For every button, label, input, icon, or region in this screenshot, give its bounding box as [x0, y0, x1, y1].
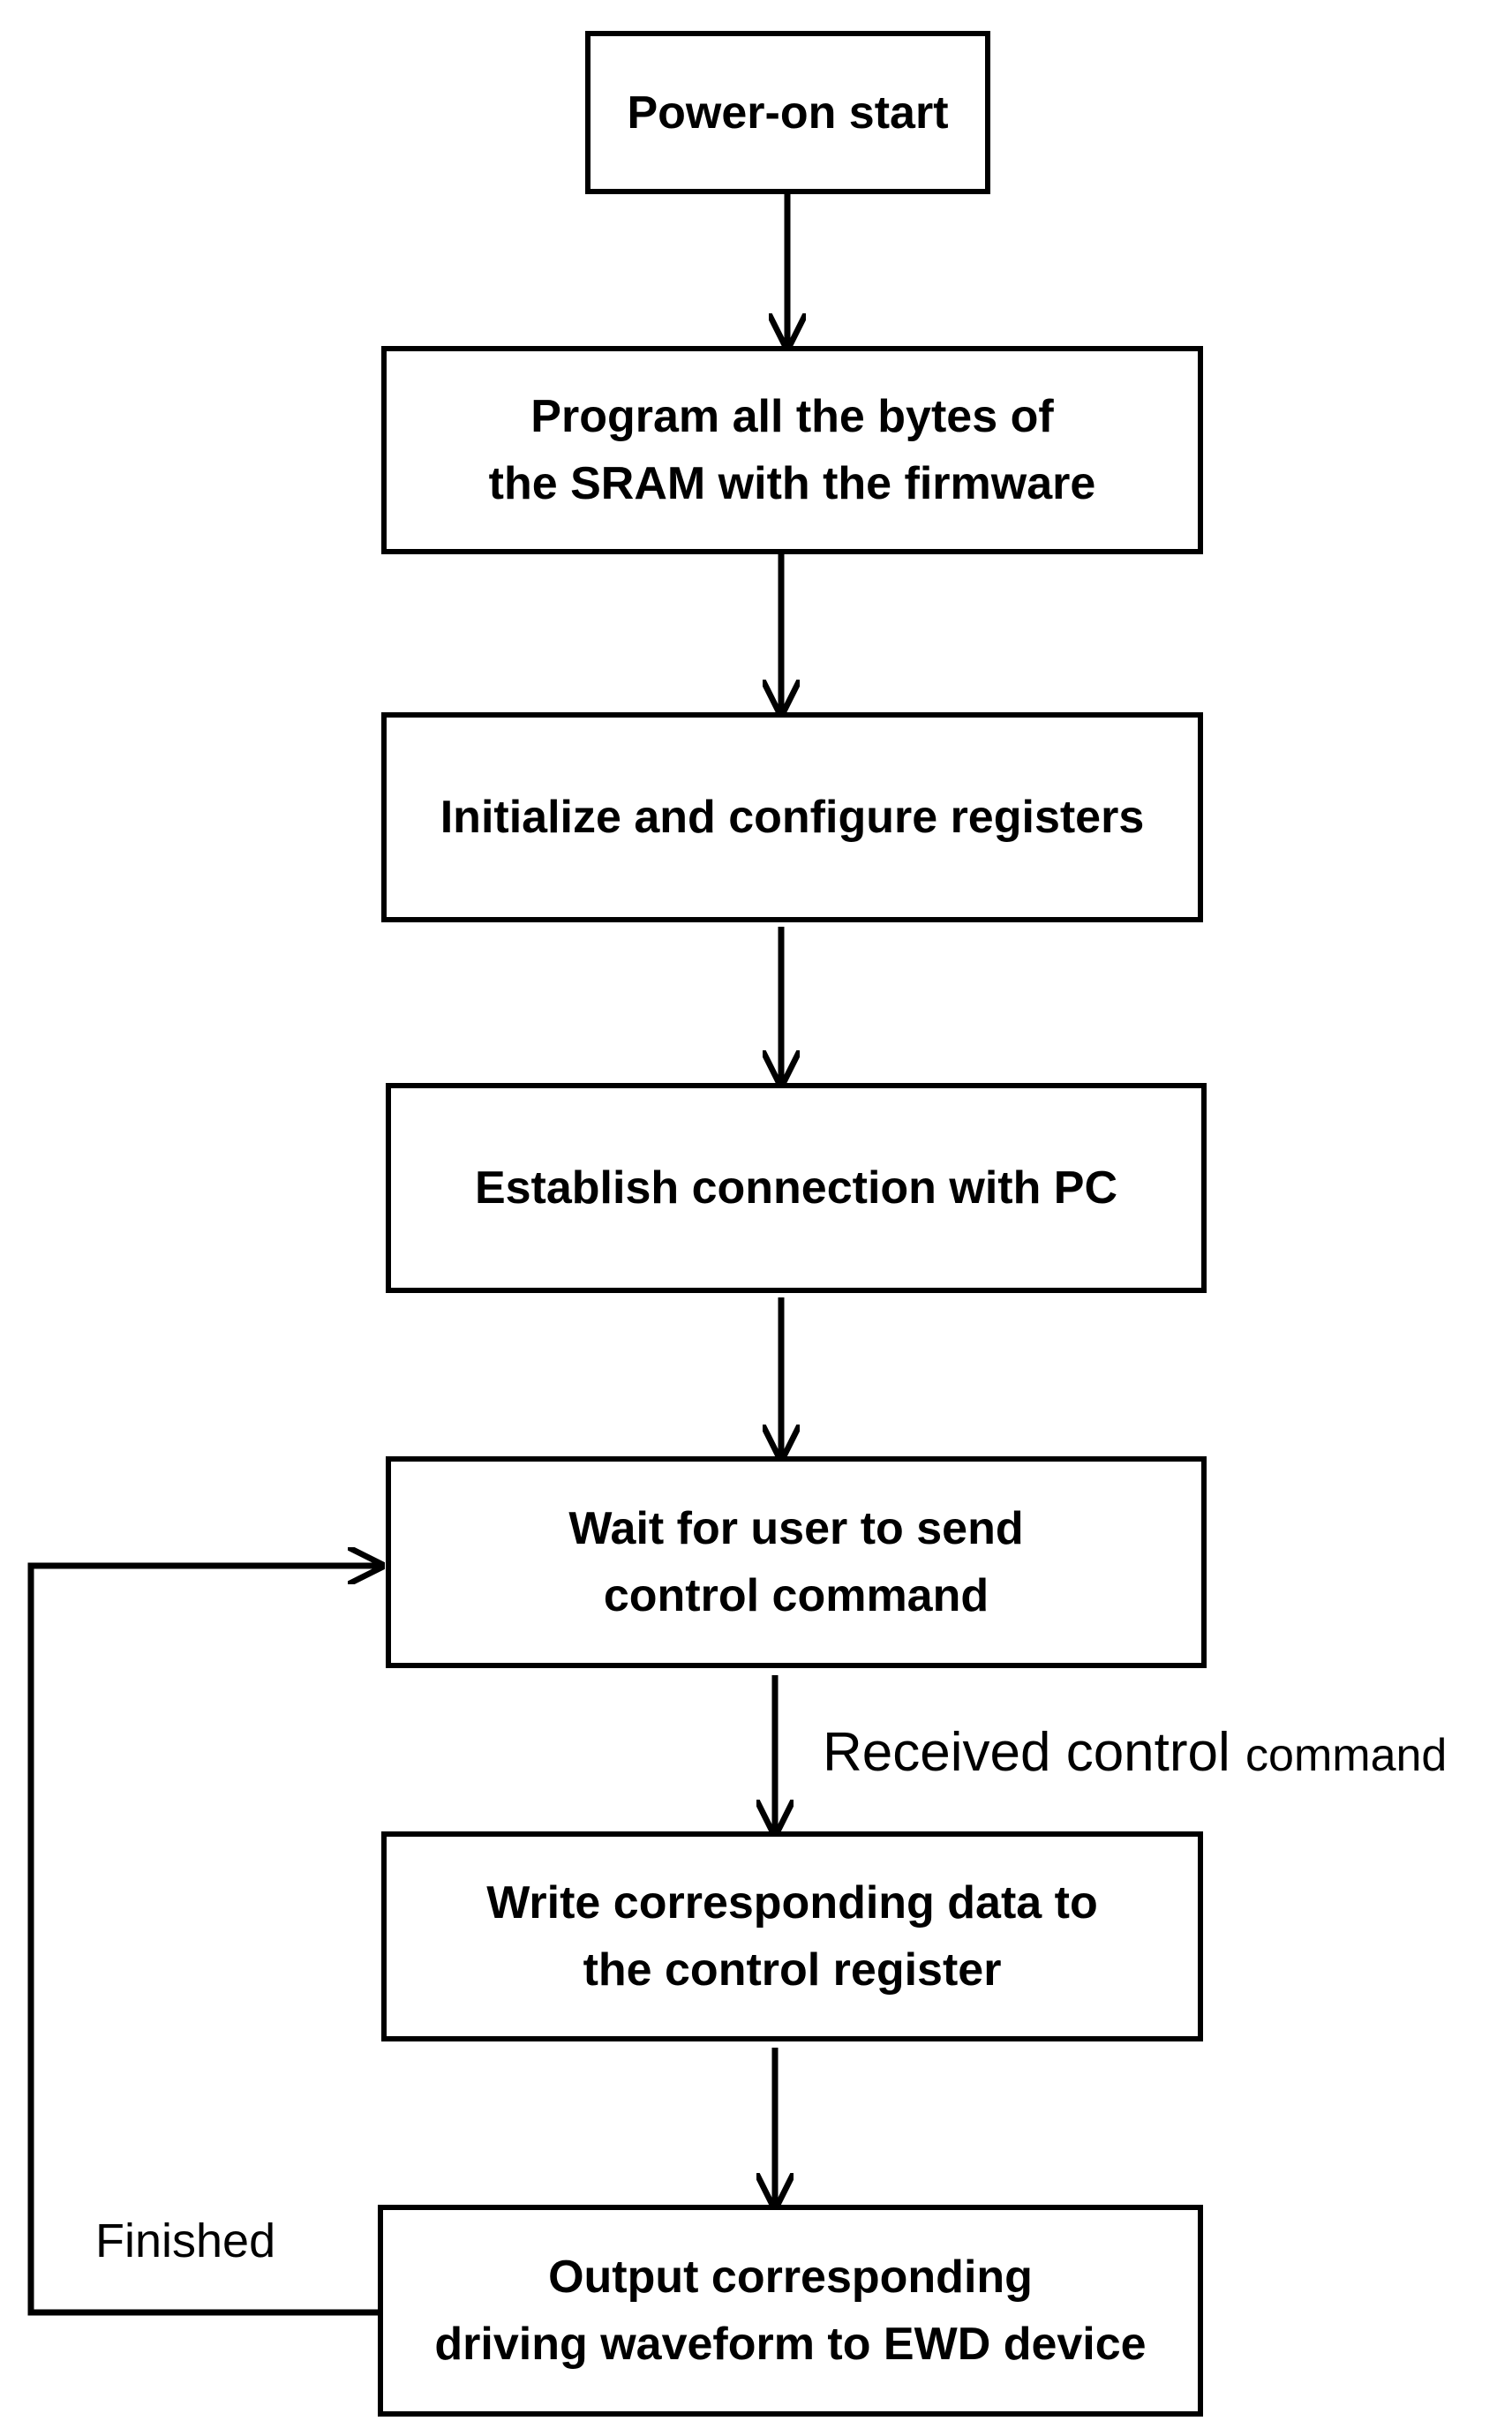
node-wait-command: Wait for user to send control command — [386, 1456, 1207, 1668]
node-write-data: Write corresponding data to the control … — [381, 1831, 1203, 2041]
node-label-line: control command — [603, 1570, 989, 1621]
node-output-waveform: Output corresponding driving waveform to… — [378, 2205, 1203, 2417]
arrow-feedback-loop — [27, 1566, 381, 2316]
edge-label-received-main: Received control — [823, 1722, 1230, 1783]
edge-label-finished: Finished — [95, 2214, 276, 2267]
edge-label-received: Received control command — [823, 1721, 1447, 1784]
node-label-line: the control register — [583, 1944, 1002, 1996]
node-label-line: Write corresponding data to — [486, 1877, 1098, 1928]
node-power-on-start: Power-on start — [585, 31, 990, 194]
node-establish-connection: Establish connection with PC — [386, 1083, 1207, 1293]
node-label-line: Establish connection with PC — [474, 1162, 1118, 1214]
edge-label-received-small: command — [1245, 1730, 1448, 1781]
node-label-line: the SRAM with the firmware — [488, 458, 1096, 509]
node-initialize-registers: Initialize and configure registers — [381, 712, 1203, 922]
node-label-line: Wait for user to send — [568, 1503, 1024, 1554]
node-label-line: Power-on start — [627, 86, 949, 139]
node-program-sram: Program all the bytes of the SRAM with t… — [381, 346, 1203, 554]
node-label-line: Output corresponding — [548, 2252, 1033, 2303]
node-label-line: Program all the bytes of — [530, 391, 1054, 442]
node-label-line: driving waveform to EWD device — [434, 2319, 1147, 2370]
node-label-line: Initialize and configure registers — [440, 792, 1145, 843]
